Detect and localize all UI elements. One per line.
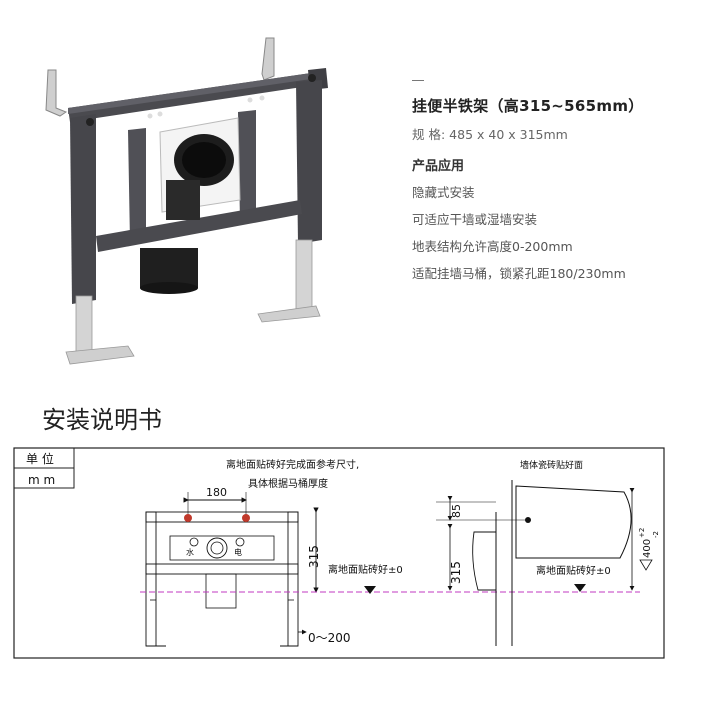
dim-400: 400 xyxy=(642,539,653,558)
power-label: 电 xyxy=(234,547,242,557)
application-line: 可适应干墙或湿墙安装 xyxy=(412,212,538,227)
dim-0-200: 0～200 xyxy=(308,631,351,645)
manual-title: 安装说明书 xyxy=(42,406,162,434)
wall-label: 墙体瓷砖贴好面 xyxy=(520,459,583,471)
spec-label: 规 格: xyxy=(412,127,446,142)
floor-label: 离地面贴砖好±0 xyxy=(328,563,403,576)
spec-row: 规 格: 485 x 40 x 315mm xyxy=(412,124,697,143)
product-photo xyxy=(45,37,328,365)
dim-85: 85 xyxy=(450,504,463,518)
note-line: 具体根据马桶厚度 xyxy=(248,477,328,490)
spec-value: 485 x 40 x 315mm xyxy=(449,127,568,142)
dim-180: 180 xyxy=(206,486,227,499)
application-line: 适配挂墙马桶，锁紧孔距180/230mm xyxy=(412,266,626,281)
installation-drawing: 单 位 m m 离地面贴砖好完成面参考尺寸, 具体根据马桶厚度 180 水 电 … xyxy=(13,447,665,659)
dim-400-tol-up: +2 xyxy=(638,528,646,538)
dim-400-tol-down: -2 xyxy=(652,531,660,538)
application-line: 地表结构允许高度0-200mm xyxy=(412,239,573,254)
product-title: 挂便半铁架（高315~565mm） xyxy=(412,97,644,115)
note-line: 离地面贴砖好完成面参考尺寸, xyxy=(226,458,359,471)
water-label: 水 xyxy=(186,547,194,557)
spec-panel: 挂便半铁架（高315~565mm） 规 格: 485 x 40 x 315mm … xyxy=(412,80,697,290)
unit-label: 单 位 xyxy=(26,451,54,466)
application-line: 隐藏式安装 xyxy=(412,185,475,200)
unit-value: m m xyxy=(28,473,55,487)
divider xyxy=(412,80,424,81)
dim-315-side: 315 xyxy=(449,561,463,584)
application-heading: 产品应用 xyxy=(412,159,465,174)
floor-label-side: 离地面贴砖好±0 xyxy=(536,564,611,577)
dim-315: 315 xyxy=(307,545,321,568)
